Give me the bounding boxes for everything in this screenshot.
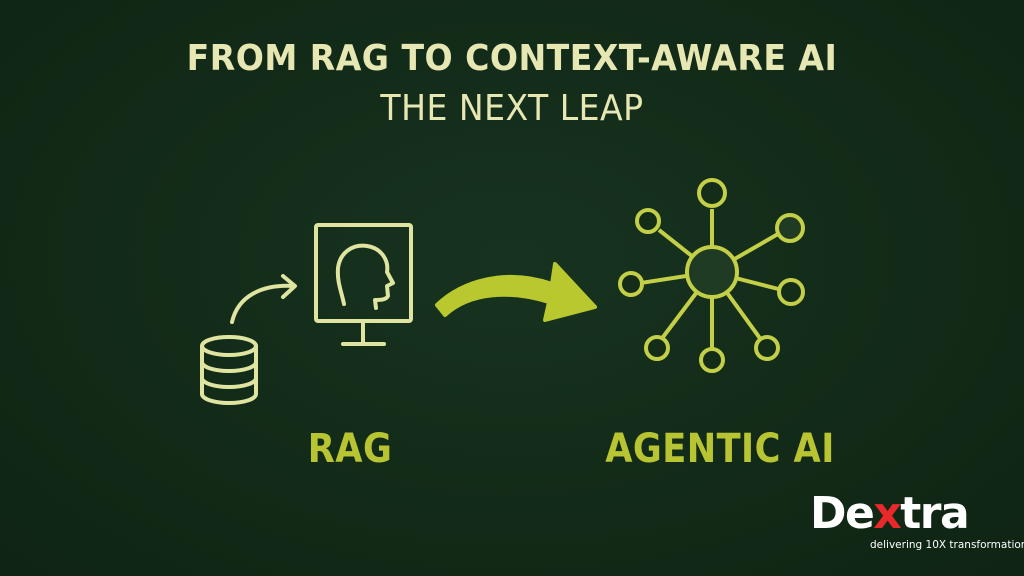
network-node [754,335,780,361]
slide-title: FROM RAG TO CONTEXT-AWARE AI [186,38,838,79]
logo-wordmark: Dextra [810,490,1010,538]
database-icon [200,335,258,405]
logo-word-part1: De [810,488,875,539]
logo-tagline: delivering 10X transformation [870,539,1024,551]
network-node [699,347,725,373]
slide-subtitle: THE NEXT LEAP [380,88,644,129]
curved-arrow-icon [230,274,297,324]
network-node [635,208,661,234]
agent-network-icon [618,178,805,373]
network-node [618,271,644,297]
rag-label: RAG [307,426,393,472]
dextra-logo: Dextra delivering 10X transformation [810,490,1024,552]
big-arrow-icon [435,262,597,322]
network-node [697,178,727,208]
hub-node [685,245,739,299]
network-node [775,213,805,243]
logo-word-x: x [873,488,901,539]
network-node [644,335,670,361]
agentic-ai-label: AGENTIC AI [605,426,835,472]
network-node [777,278,805,306]
logo-word-part3: tra [900,488,969,539]
monitor-head-icon [314,223,413,346]
